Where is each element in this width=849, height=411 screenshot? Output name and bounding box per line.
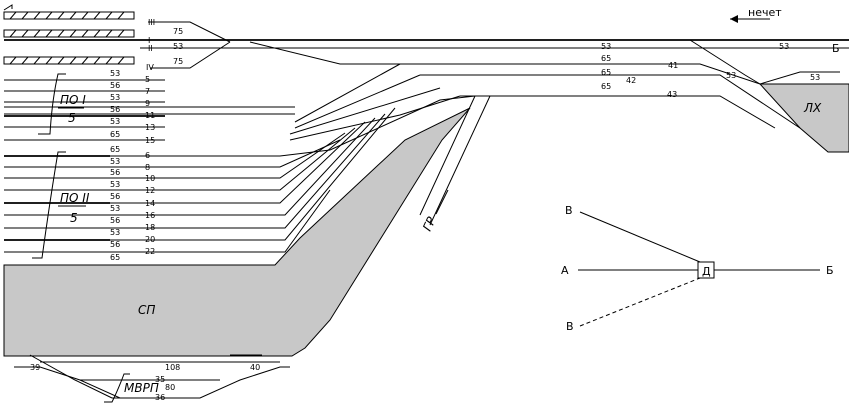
legend-a: А [561,264,569,277]
track-length: 56 [110,240,120,249]
end-label-b: Б [832,42,840,55]
direction-label: нечет [748,6,782,19]
track-length: 53 [726,71,736,80]
track-label: II [148,44,153,53]
track-number: 22 [145,247,155,256]
track-number: 10 [145,174,155,183]
track-length: 75 [173,57,183,66]
track-length: 65 [110,130,120,139]
track-number: 35 [155,375,165,384]
park-po1-den: 5 [68,111,76,125]
track-label: I [148,36,150,45]
track-number: 9 [145,99,150,108]
park-lh-label: ЛХ [803,101,822,115]
track-number: 12 [145,186,155,195]
track-length: 65 [601,82,611,91]
track-length: 53 [110,93,120,102]
track-length: 65 [601,68,611,77]
track-length: 53 [173,42,183,51]
park-gr-label: ГР [420,214,439,233]
track-length: 53 [110,228,120,237]
legend-b: Б [826,264,834,277]
track-length: 53 [110,204,120,213]
track-length: 53 [110,180,120,189]
track-number: 14 [145,199,155,208]
park-sp-label: СП [138,303,155,317]
park-po1-label: ПО І [60,93,86,107]
track-number: 5 [145,75,150,84]
track-number: 16 [145,211,155,220]
track-number: 8 [145,163,150,172]
track-length: 53 [110,69,120,78]
track-length: 53 [810,73,820,82]
legend-v-top: В [565,204,573,217]
track-number: 36 [155,393,165,402]
track-number: 18 [145,223,155,232]
track-label: III [148,18,155,27]
track-number: 11 [145,111,155,120]
hatched-stubs [3,4,135,65]
junction-legend [578,211,820,327]
legend-d: Д [702,265,711,278]
track-length: 65 [110,145,120,154]
park-sp-area [3,107,471,357]
track-length: 43 [667,90,677,99]
track-length: 80 [165,383,175,392]
track-length: 41 [668,61,678,70]
park-lh-area [758,83,849,153]
track-number: 15 [145,136,155,145]
track-number: 39 [30,363,40,372]
park-po2-den: 5 [70,211,78,225]
track-length: 56 [110,192,120,201]
track-number: 6 [145,151,150,160]
park-po2-label: ПО ІІ [60,191,90,205]
legend-v-bottom: В [566,320,574,333]
track-length: 56 [110,81,120,90]
track-length: 56 [110,105,120,114]
track-length: 75 [173,27,183,36]
track-number: 13 [145,123,155,132]
park-brackets [32,73,130,403]
track-length: 53 [110,117,120,126]
track-number: 40 [250,363,260,372]
track-length: 56 [110,216,120,225]
po2-tracks [4,95,491,253]
track-length: 108 [165,363,180,372]
track-length: 53 [779,42,789,51]
track-number: 7 [145,87,150,96]
track-length: 65 [601,54,611,63]
track-label: IV [146,63,154,72]
track-length: 53 [110,157,120,166]
track-length: 42 [626,76,636,85]
park-mvrp-label: МВРП [124,381,159,395]
mvrp-tracks [14,354,290,399]
main-tracks [4,21,849,129]
track-length: 53 [601,42,611,51]
track-number: 20 [145,235,155,244]
direction-arrow [730,15,770,23]
track-length: 56 [110,168,120,177]
track-length: 65 [110,253,120,262]
